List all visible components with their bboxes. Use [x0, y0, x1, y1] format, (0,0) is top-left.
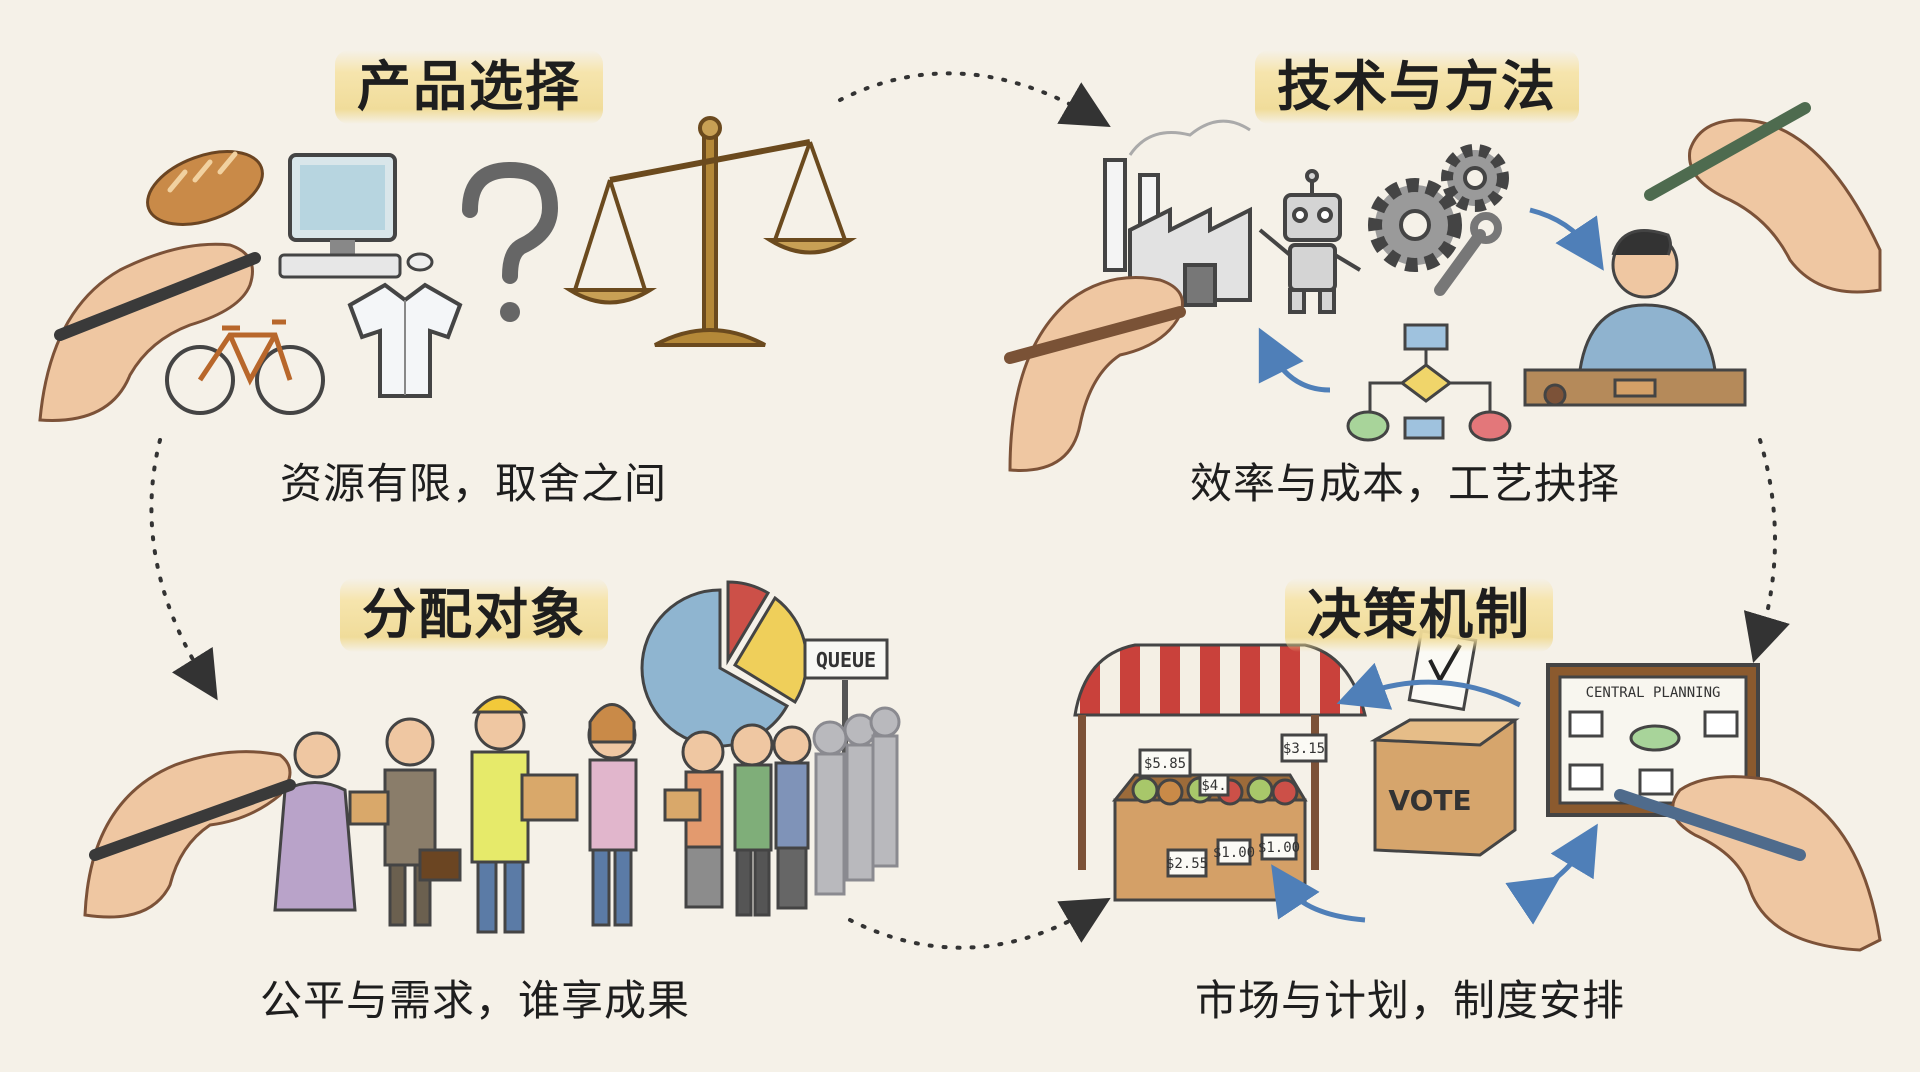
flowchart-icon — [1346, 323, 1512, 442]
arrow-product-to-technique — [838, 71, 1111, 127]
wrench-icon — [1434, 212, 1502, 296]
caption-technique: 效率与成本，工艺抉择 — [1190, 459, 1621, 508]
queue-shadows — [812, 706, 901, 896]
box-item — [348, 790, 390, 826]
box-of-bread — [520, 773, 579, 822]
arrow-technique-to-decision — [1743, 438, 1790, 663]
caption-product-choice: 资源有限，取舍之间 — [280, 459, 668, 508]
hand-pen-icon — [1004, 276, 1186, 472]
scale-icon — [563, 116, 857, 347]
hand-pen-icon — [1614, 775, 1882, 952]
price-tag-2: $4. — [1201, 778, 1226, 794]
blue-arrow-board-to-stall — [1336, 662, 1522, 710]
price-tag-1: $5.85 — [1144, 756, 1186, 772]
blue-arrow-lower — [1258, 327, 1331, 393]
person-worker — [470, 695, 530, 934]
hand-pen-icon — [1644, 102, 1882, 294]
bicycle-icon — [165, 319, 325, 415]
queue-sign-label: QUEUE — [816, 648, 876, 672]
heading-distribution: 分配对象 — [340, 578, 608, 652]
central-planning-label: CENTRAL PLANNING — [1586, 685, 1721, 701]
robot-icon — [1258, 169, 1362, 314]
blue-arrow-box-board — [1505, 823, 1598, 925]
arrow-distribution-to-product — [149, 438, 218, 701]
ballot-box-icon: VOTE — [1369, 629, 1520, 857]
blue-arrow-upper — [1529, 207, 1604, 271]
person-woman-giver — [587, 703, 638, 927]
blue-arrow-box-to-stall — [1271, 864, 1366, 923]
price-tag-4: $2.55 — [1166, 856, 1208, 872]
heading-product-choice: 产品选择 — [335, 50, 603, 124]
person-queue-woman — [663, 730, 725, 909]
cycle-arrows — [149, 71, 1790, 950]
person-queue-man — [730, 723, 774, 917]
person-queue-woman-2 — [772, 725, 812, 910]
hand-pen-icon — [38, 242, 261, 422]
person-elderly-woman — [273, 731, 357, 912]
arrow-decision-to-distribution — [848, 897, 1111, 950]
planning-board-icon: CENTRAL PLANNING — [1546, 663, 1760, 817]
price-tag-5: $1.00 — [1213, 845, 1255, 861]
bread-icon — [146, 150, 264, 226]
caption-distribution: 公平与需求，谁享成果 — [260, 976, 691, 1025]
pie-chart-icon — [640, 580, 809, 748]
heading-decision: 决策机制 — [1285, 578, 1553, 652]
craftsman-icon — [1523, 229, 1747, 407]
price-tags: $5.85 $4. $3.15 $2.55 $1.00 $1.00 — [1144, 741, 1325, 872]
factory-icon — [1103, 119, 1252, 307]
price-tag-3: $3.15 — [1283, 741, 1325, 757]
gears-icon — [1368, 144, 1509, 272]
heading-technique: 技术与方法 — [1255, 50, 1579, 124]
computer-icon — [278, 153, 434, 279]
caption-decision: 市场与计划，制度安排 — [1195, 976, 1626, 1025]
shirt-icon — [347, 282, 463, 398]
market-stall-icon — [1073, 643, 1367, 902]
hand-pen-icon — [83, 750, 296, 919]
vote-label: VOTE — [1388, 784, 1471, 817]
price-tag-6: $1.00 — [1258, 840, 1300, 856]
people-queue-icon — [273, 695, 901, 934]
question-mark-icon — [462, 161, 559, 322]
person-elderly-man — [383, 717, 462, 927]
